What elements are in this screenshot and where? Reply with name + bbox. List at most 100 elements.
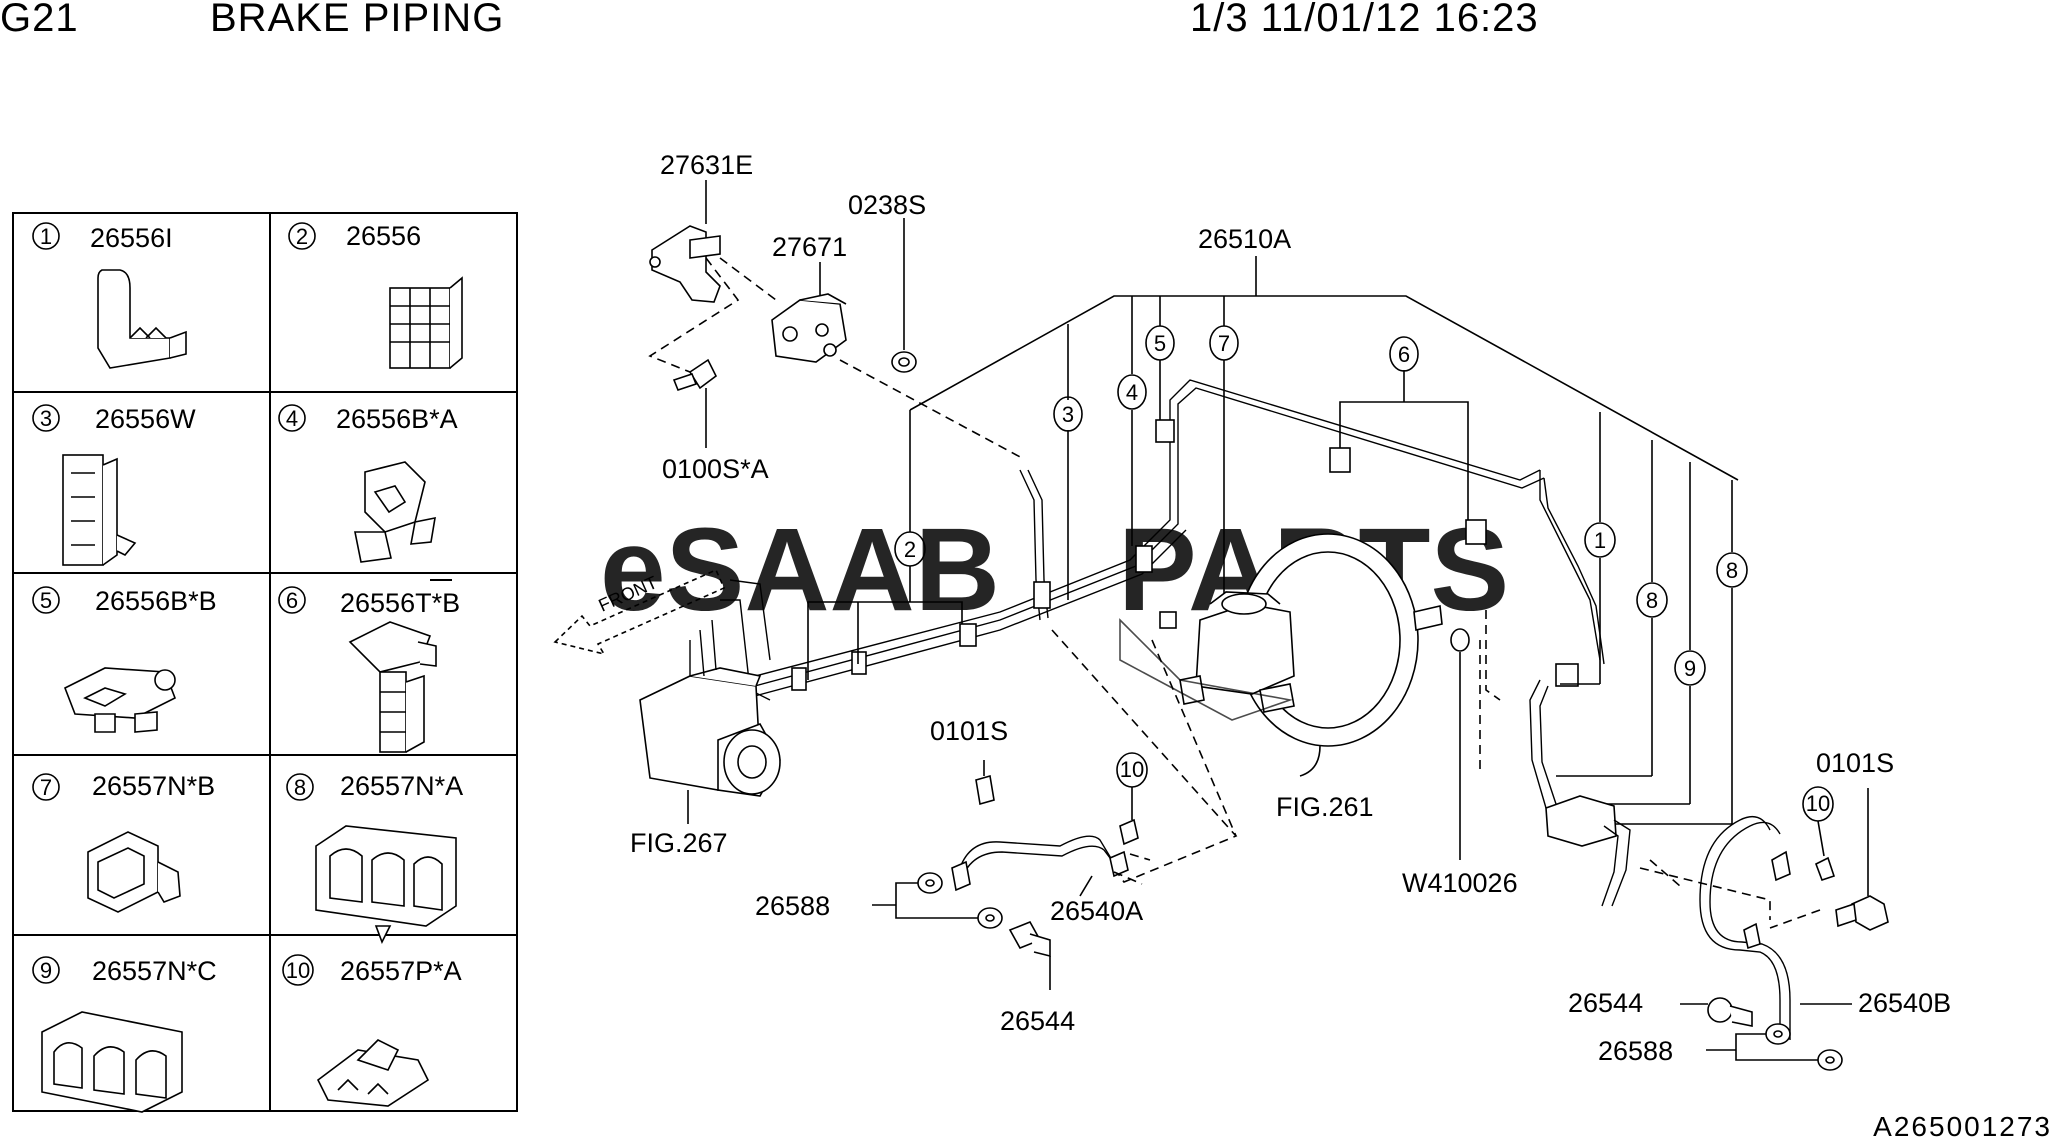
clip-icon <box>348 621 437 753</box>
legend-cell-1: 1 26556I <box>32 222 187 369</box>
legend-part: 26556I <box>90 223 173 253</box>
balloon-5: 5 <box>1145 296 1175 420</box>
clip-icon <box>97 269 187 369</box>
legend-cell-6: 6 26556T*B <box>278 586 460 753</box>
balloon-8a: 8 <box>1556 440 1668 777</box>
callout-26588-left: 26588 <box>755 891 830 921</box>
svg-text:4: 4 <box>1126 380 1138 405</box>
svg-text:26557N*A: 26557N*A <box>340 771 463 801</box>
abs-hydraulic-unit <box>639 619 781 797</box>
clip-icon <box>41 1011 183 1113</box>
svg-text:26556W: 26556W <box>95 404 196 434</box>
proportioning-valve-right <box>1529 679 1631 907</box>
svg-text:8: 8 <box>1726 558 1738 583</box>
callout-fig267: FIG.267 <box>630 828 728 858</box>
brake-hose-26540a <box>951 774 1139 892</box>
balloon-9: 9 <box>1574 462 1706 805</box>
svg-text:10: 10 <box>1120 757 1144 782</box>
svg-text:26556: 26556 <box>346 221 421 251</box>
legend-cell-8: 8 26557N*A <box>286 771 463 944</box>
bolt-26544-left <box>1008 920 1051 958</box>
balloon-3: 3 <box>1053 324 1083 600</box>
svg-text:2: 2 <box>904 537 916 562</box>
svg-text:10: 10 <box>1806 791 1830 816</box>
legend-num: 1 <box>40 224 52 249</box>
callout-26588-right: 26588 <box>1598 1036 1673 1066</box>
legend-cell-5: 5 26556B*B <box>32 586 217 733</box>
balloon-4: 4 <box>1117 296 1147 546</box>
callout-0101s-left: 0101S <box>930 716 1008 746</box>
svg-text:7: 7 <box>1218 331 1230 356</box>
balloon-1: 1 <box>1560 412 1616 685</box>
callout-26540b: 26540B <box>1858 988 1951 1018</box>
nut-0238s <box>891 351 917 373</box>
callout-27631e: 27631E <box>660 150 753 180</box>
brake-hose-26540b <box>1699 816 1836 1040</box>
clip-icon <box>62 454 137 566</box>
svg-text:26557N*B: 26557N*B <box>92 771 215 801</box>
clip-icon <box>63 667 177 733</box>
clip-icon <box>389 276 463 369</box>
bolt-0101s-right <box>1835 895 1889 931</box>
balloon-7: 7 <box>1209 296 1239 600</box>
svg-text:9: 9 <box>40 958 52 983</box>
callout-0100sa: 0100S*A <box>662 454 769 484</box>
callout-26544-right: 26544 <box>1568 988 1643 1018</box>
clip-icon <box>87 831 181 913</box>
svg-text:6: 6 <box>1398 342 1410 367</box>
callout-27671: 27671 <box>772 232 847 262</box>
balloon-8b: 8 <box>1580 480 1748 825</box>
balloon-10a: 10 <box>1116 752 1148 820</box>
svg-text:8: 8 <box>294 775 306 800</box>
bolt-26544-right <box>1707 997 1753 1027</box>
legend-cell-3: 3 26556W <box>32 404 196 566</box>
clip-legend-table <box>12 212 518 1112</box>
callout-26544-left: 26544 <box>1000 1006 1075 1036</box>
pipe-clips <box>791 419 1579 691</box>
callout-26540a: 26540A <box>1050 896 1143 926</box>
legend-cell-10: 10 26557P*A <box>282 954 462 1107</box>
callout-0238s: 0238S <box>848 190 926 220</box>
drawing-reference-code: A265001273 <box>1873 1111 2052 1142</box>
watermark-text-esaab: eSAAB <box>600 504 1000 636</box>
svg-text:6: 6 <box>286 588 298 613</box>
balloon-10b: 10 <box>1802 786 1834 857</box>
clip-icon <box>315 825 457 944</box>
callout-0101s-right: 0101S <box>1816 748 1894 778</box>
clip-icon <box>316 1039 430 1107</box>
legend-cell-4: 4 26556B*A <box>278 404 458 563</box>
svg-text:26556B*A: 26556B*A <box>336 404 458 434</box>
callout-26510a: 26510A <box>1198 224 1291 254</box>
svg-text:3: 3 <box>40 406 52 431</box>
svg-text:1: 1 <box>1594 528 1606 553</box>
svg-text:4: 4 <box>286 406 298 431</box>
legend-cell-7: 7 26557N*B <box>32 771 215 913</box>
svg-text:8: 8 <box>1646 588 1658 613</box>
grommet-w410026 <box>1450 628 1470 652</box>
svg-text:9: 9 <box>1684 656 1696 681</box>
bracket-27631e <box>649 225 721 303</box>
svg-text:26556T*B: 26556T*B <box>340 588 460 618</box>
callout-fig261: FIG.261 <box>1276 792 1374 822</box>
svg-text:5: 5 <box>40 588 52 613</box>
balloon-6: 6 <box>1339 336 1469 520</box>
svg-text:5: 5 <box>1154 331 1166 356</box>
legend-cell-9: 9 26557N*C <box>32 956 217 1113</box>
bolt-0100sa <box>672 358 718 391</box>
washers-26588-right <box>1765 1023 1843 1071</box>
svg-text:26557N*C: 26557N*C <box>92 956 217 986</box>
svg-text:26556B*B: 26556B*B <box>95 586 217 616</box>
diagram-title: BRAKE PIPING <box>210 0 505 40</box>
diagram-page-date: 1/3 11/01/12 16:23 <box>1190 0 1539 40</box>
diagram-code: G21 <box>0 0 79 40</box>
clip-icon <box>354 461 436 563</box>
svg-text:7: 7 <box>40 775 52 800</box>
callout-w410026: W410026 <box>1402 868 1518 898</box>
legend-cell-2: 2 26556 <box>288 221 463 369</box>
brake-booster-master-cylinder <box>1119 533 1443 747</box>
svg-text:3: 3 <box>1062 402 1074 427</box>
svg-text:26557P*A: 26557P*A <box>340 956 462 986</box>
balloon-2: 2 <box>807 410 963 680</box>
valve-27671 <box>771 293 847 363</box>
